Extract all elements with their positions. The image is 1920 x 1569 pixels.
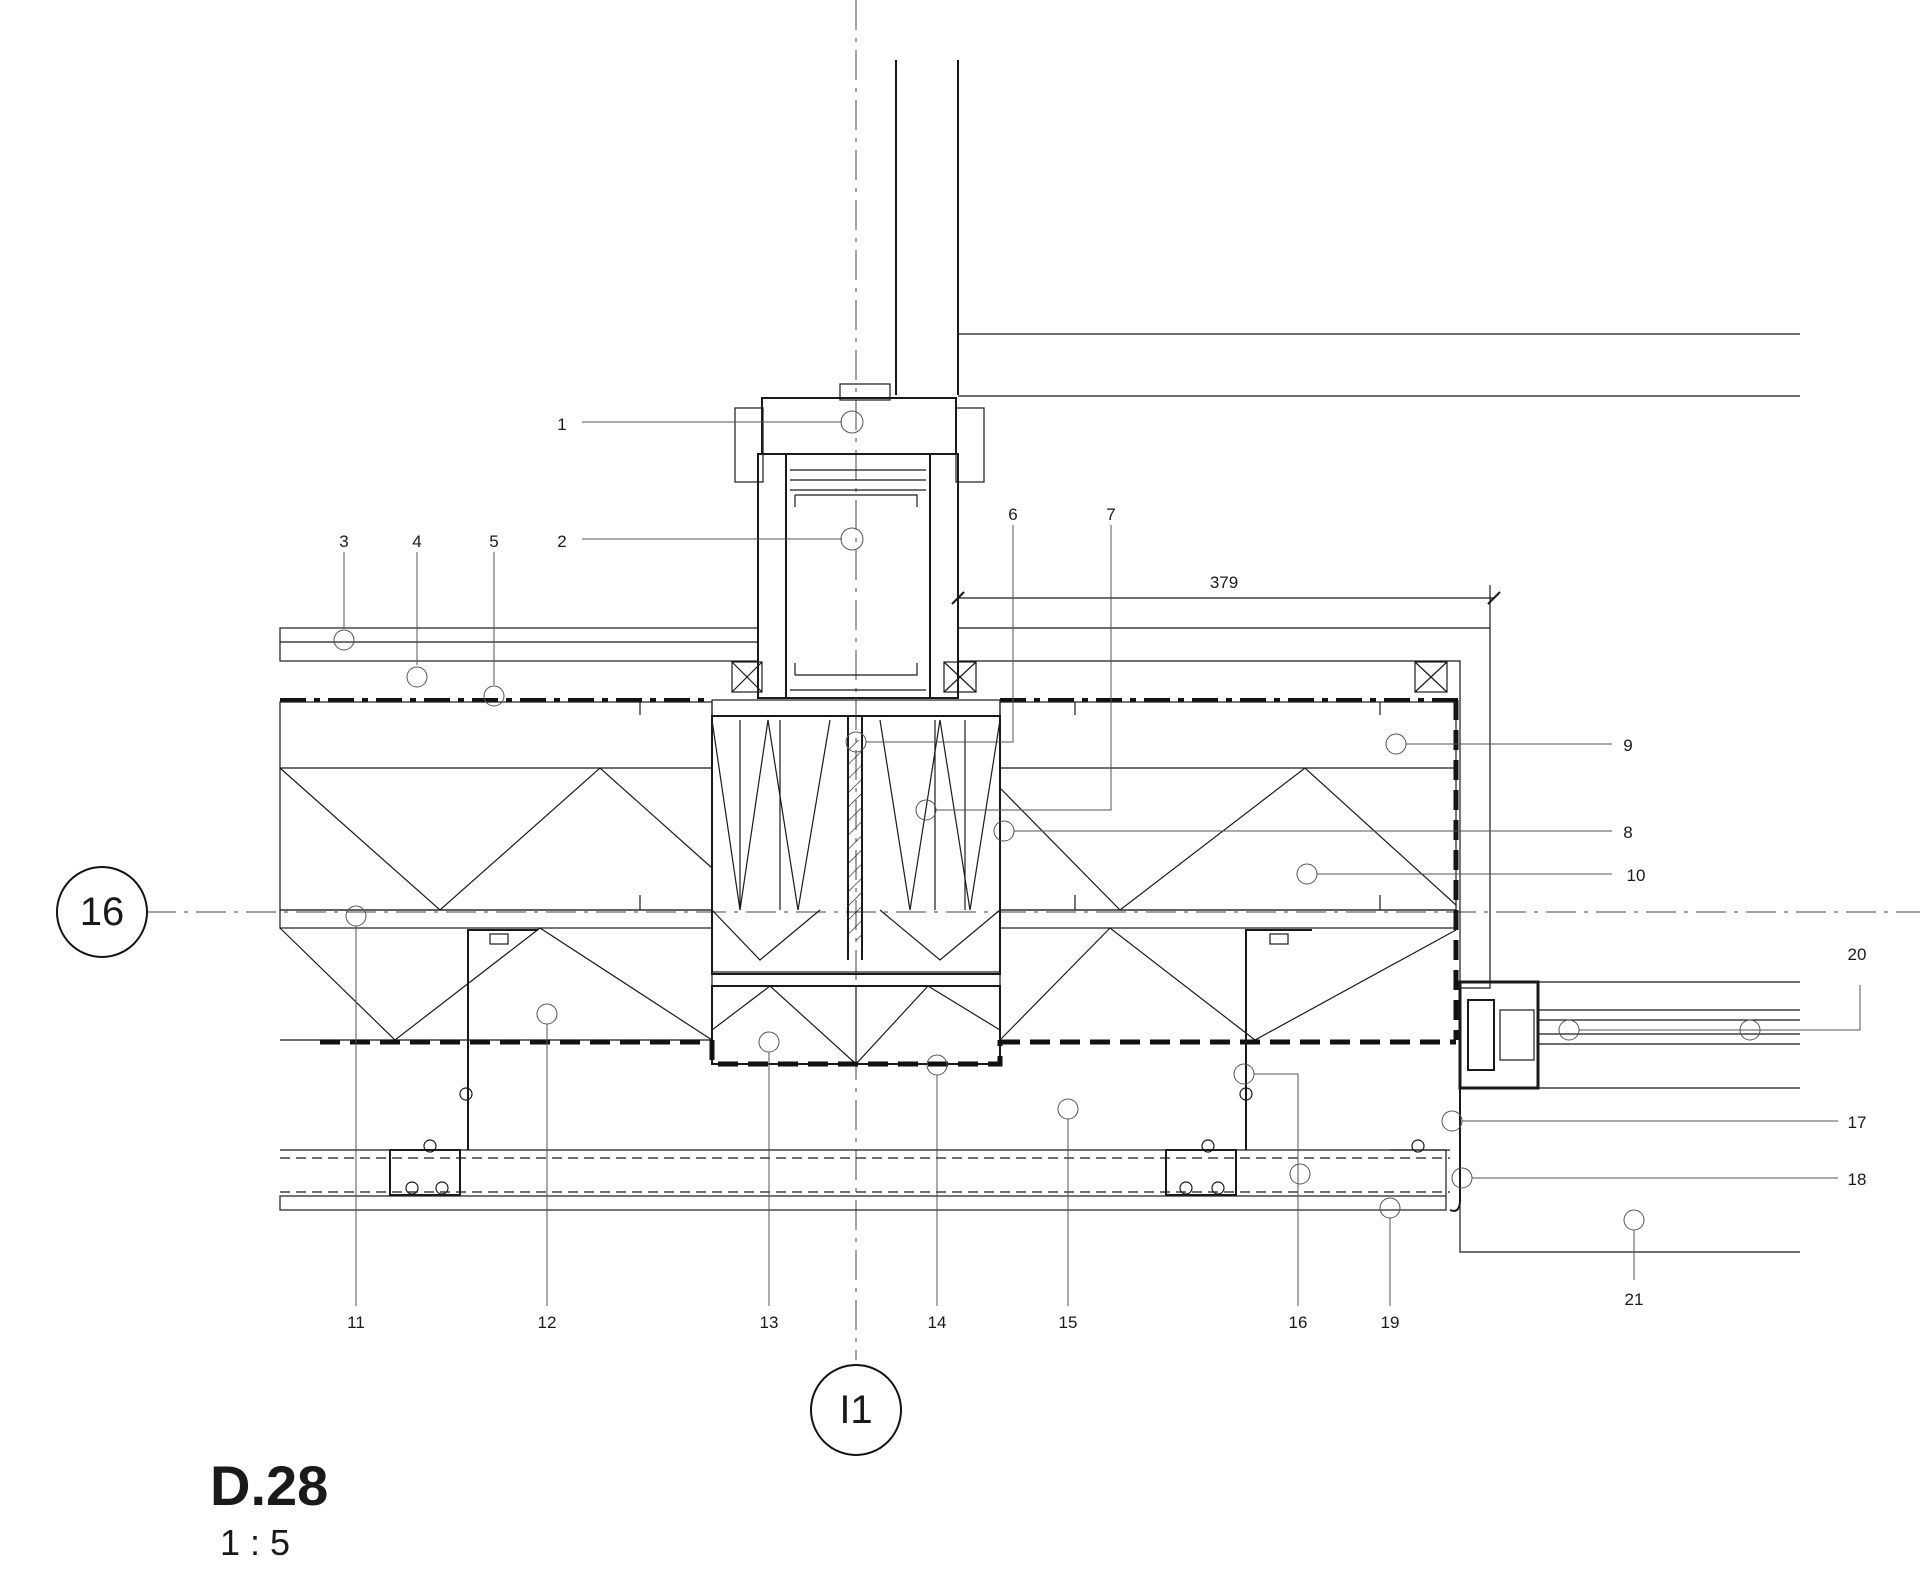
callout-9: 9 — [1623, 736, 1632, 755]
ceiling-soffit — [279, 1060, 1461, 1212]
upper-wall-lines — [895, 60, 1800, 397]
callout-20: 20 — [1848, 945, 1867, 964]
vapour-barrier — [280, 698, 1460, 1040]
callout-18: 18 — [1848, 1170, 1867, 1189]
detail-scale: 1 : 5 — [220, 1522, 290, 1563]
steel-beam — [709, 699, 1003, 1067]
callout-21: 21 — [1625, 1290, 1644, 1309]
callout-4: 4 — [412, 532, 421, 551]
column-section — [757, 453, 959, 699]
callout-15: 15 — [1059, 1313, 1078, 1332]
grid-label-i1: I1 — [839, 1388, 872, 1432]
callout-14: 14 — [928, 1313, 947, 1332]
callout-3: 3 — [339, 532, 348, 551]
column-cap — [734, 383, 985, 483]
dimension-value: 379 — [1210, 573, 1238, 592]
callout-2: 2 — [557, 532, 566, 551]
callout-7: 7 — [1106, 505, 1115, 524]
lower-insulation — [279, 927, 1457, 1041]
callout-16: 16 — [1289, 1313, 1308, 1332]
callout-11: 11 — [347, 1313, 365, 1332]
callout-labels: 1 2 3 4 5 6 7 8 9 10 11 12 13 14 15 16 1… — [339, 415, 1866, 1332]
callout-8: 8 — [1623, 823, 1632, 842]
grid-bubble-i1: I1 — [810, 1364, 902, 1456]
callout-1: 1 — [557, 415, 566, 434]
callout-10: 10 — [1627, 866, 1646, 885]
timber-battens — [731, 661, 1448, 693]
detail-title: D.28 — [210, 1454, 328, 1517]
insulation-left — [279, 701, 713, 911]
callout-13: 13 — [760, 1313, 779, 1332]
dimension-line: 379 — [951, 573, 1501, 628]
grid-label-16: 16 — [80, 890, 125, 934]
deck-plate — [279, 909, 1457, 929]
callout-6: 6 — [1008, 505, 1017, 524]
insulation-right — [999, 701, 1457, 911]
window-frame — [1458, 980, 1800, 1253]
callout-17: 17 — [1848, 1113, 1867, 1132]
callout-19: 19 — [1381, 1313, 1400, 1332]
hanger-brackets — [389, 929, 1425, 1196]
callout-leaders — [333, 410, 1861, 1306]
grid-bubble-16: 16 — [56, 866, 148, 958]
callout-5: 5 — [489, 532, 498, 551]
callout-12: 12 — [538, 1313, 557, 1332]
top-board-layer — [279, 627, 1491, 989]
